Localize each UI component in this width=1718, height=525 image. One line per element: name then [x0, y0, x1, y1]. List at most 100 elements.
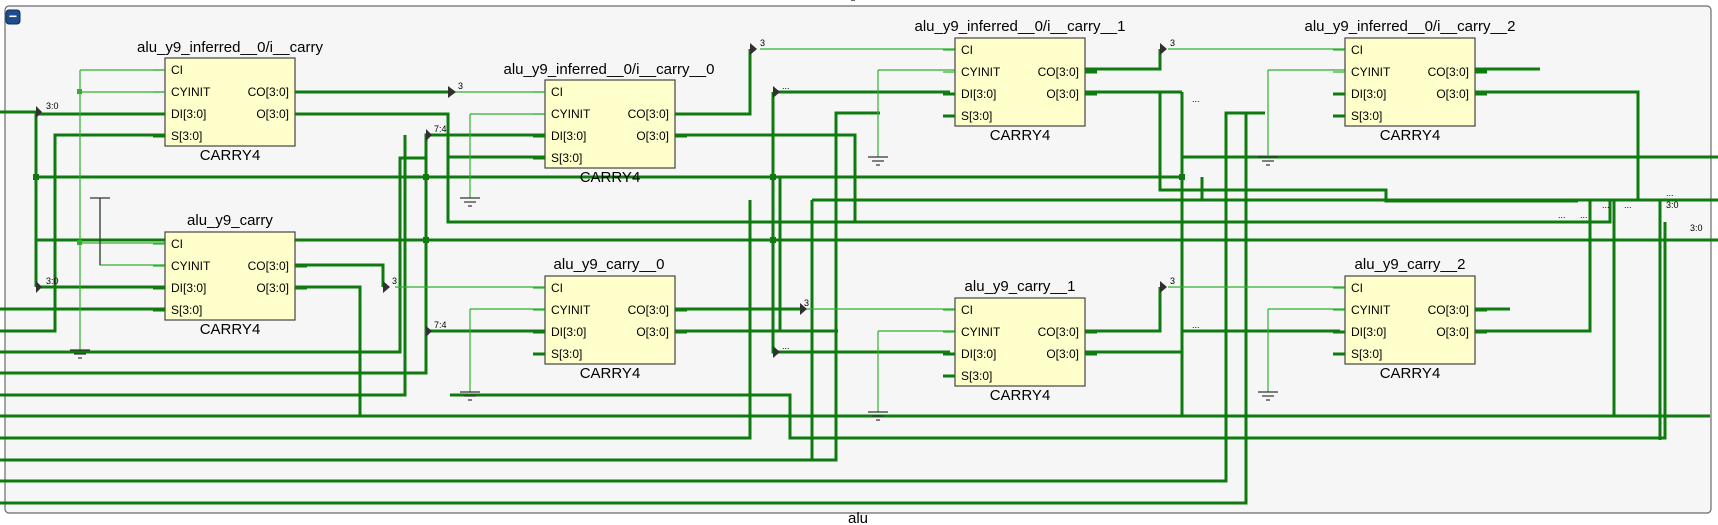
pin-label-left[interactable]: CI [171, 237, 183, 251]
ground-icon [868, 156, 888, 166]
carry4-block[interactable]: alu_y9_inferred__0/i__carry__2CI CYINIT DI… [1305, 18, 1516, 144]
block-type-label: CARRY4 [990, 127, 1051, 144]
bus-wires [0, 49, 1718, 505]
pin-label-left[interactable]: DI[3:0] [1351, 87, 1386, 101]
block-type-label: CARRY4 [200, 147, 261, 164]
ground-icon [868, 411, 888, 421]
bus-label: ... [1558, 210, 1566, 220]
pin-label-right[interactable]: CO[3:0] [1038, 325, 1079, 339]
pin-label-left[interactable]: CI [551, 281, 563, 295]
block-type-label: CARRY4 [990, 387, 1051, 404]
collapse-button[interactable]: − [5, 8, 21, 25]
pin-label-left[interactable]: CI [1351, 281, 1363, 295]
pin-label-left[interactable]: CI [961, 303, 973, 317]
pin-label-right[interactable]: CO[3:0] [628, 303, 669, 317]
block-instance-name: alu_y9_inferred__0/i__carry [137, 39, 323, 56]
bus-label: 3:0 [46, 276, 59, 286]
pin-label-left[interactable]: CYINIT [171, 85, 211, 99]
pin-label-left[interactable]: DI[3:0] [171, 281, 206, 295]
block-body[interactable] [1344, 37, 1476, 127]
pin-label-left[interactable]: S[3:0] [1351, 109, 1382, 123]
pin-label-left[interactable]: CYINIT [1351, 65, 1391, 79]
pin-label-right[interactable]: O[3:0] [636, 129, 669, 143]
bus-label: 3 [458, 81, 463, 91]
pin-label-left[interactable]: S[3:0] [961, 369, 992, 383]
block-type-label: CARRY4 [200, 321, 261, 338]
pin-label-right[interactable]: CO[3:0] [248, 259, 289, 273]
pin-label-left[interactable]: CYINIT [551, 107, 591, 121]
pin-label-left[interactable]: CYINIT [171, 259, 211, 273]
bus-label: 3 [1170, 276, 1175, 286]
pin-label-right[interactable]: CO[3:0] [1428, 65, 1469, 79]
carry4-block[interactable]: alu_y9_inferred__0/i__carry__0CI CYINIT DI… [504, 61, 715, 186]
block-instance-name: alu_y9_carry__0 [554, 256, 665, 273]
pin-label-right[interactable]: O[3:0] [1436, 87, 1469, 101]
block-body[interactable] [544, 275, 676, 365]
pin-label-left[interactable]: S[3:0] [551, 151, 582, 165]
block-instance-name: alu_y9_inferred__0/i__carry__1 [915, 18, 1126, 35]
bus-label: 3 [760, 38, 765, 48]
pin-label-left[interactable]: DI[3:0] [1351, 325, 1386, 339]
bus-label: ... [1602, 200, 1610, 210]
pin-label-right[interactable]: CO[3:0] [248, 85, 289, 99]
pin-label-left[interactable]: DI[3:0] [551, 129, 586, 143]
module-label: alu [848, 510, 868, 525]
pin-label-left[interactable]: DI[3:0] [961, 347, 996, 361]
pin-label-left[interactable]: S[3:0] [1351, 347, 1382, 361]
block-type-label: CARRY4 [1380, 365, 1441, 382]
carry4-block[interactable]: alu_y9_carry__2CICYINITDI[3:0]S[3:0]CO[3… [1333, 256, 1487, 382]
pin-label-left[interactable]: S[3:0] [171, 303, 202, 317]
pin-label-right[interactable]: O[3:0] [636, 325, 669, 339]
block-body[interactable] [954, 297, 1086, 387]
block-instance-name: alu_y9_inferred__0/i__carry__2 [1305, 18, 1516, 35]
block-type-label: CARRY4 [1380, 127, 1441, 144]
bus-label: ... [1192, 320, 1200, 330]
block-body[interactable] [164, 231, 296, 321]
block-body[interactable] [1344, 275, 1476, 365]
pin-label-left[interactable]: CI [1351, 43, 1363, 57]
carry4-block[interactable]: alu_y9_carry__0CI CYINIT DI[3:0] S[3:0] CO[3… [533, 256, 687, 382]
pin-label-left[interactable]: DI[3:0] [551, 325, 586, 339]
block-body[interactable] [544, 79, 676, 169]
pin-label-right[interactable]: O[3:0] [1436, 325, 1469, 339]
block-body[interactable] [164, 57, 296, 147]
carry4-block[interactable]: alu_y9_carryCICYINITDI[3:0]S[3:0]CO[3:0]… [153, 212, 307, 338]
pin-label-right[interactable]: O[3:0] [256, 281, 289, 295]
pin-label-left[interactable]: S[3:0] [961, 109, 992, 123]
pin-label-left[interactable]: DI[3:0] [961, 87, 996, 101]
pin-label-left[interactable]: CI [961, 43, 973, 57]
bus-label: 3 [392, 276, 397, 286]
block-instance-name: alu_y9_inferred__0/i__carry__0 [504, 61, 715, 78]
pin-label-left[interactable]: DI[3:0] [171, 107, 206, 121]
pin-label-right[interactable]: O[3:0] [256, 107, 289, 121]
module-frame[interactable] [4, 5, 1712, 514]
pin-label-left[interactable]: CYINIT [1351, 303, 1391, 317]
pin-label-left[interactable]: CYINIT [961, 65, 1001, 79]
ground-icon [70, 349, 90, 359]
bus-label: 7:4 [434, 320, 447, 330]
pin-label-right[interactable]: CO[3:0] [1428, 303, 1469, 317]
ground-icon [460, 391, 480, 401]
bus-label: 7:4 [434, 124, 447, 134]
bus-rippers [36, 43, 1167, 358]
bus-label: 3:0 [46, 101, 59, 111]
pin-label-left[interactable]: S[3:0] [171, 129, 202, 143]
ground-icon [1258, 156, 1278, 166]
carry4-block[interactable]: alu_y9_carry__1CICYINITDI[3:0]S[3:0]CO[3… [943, 278, 1097, 404]
carry4-blocks: alu_y9_inferred__0/i__carryCICYINITDI[3:… [137, 18, 1515, 404]
pin-label-right[interactable]: CO[3:0] [1038, 65, 1079, 79]
pin-label-left[interactable]: CYINIT [961, 325, 1001, 339]
carry4-block[interactable]: alu_y9_inferred__0/i__carry__1CI CYINIT DI… [915, 18, 1126, 144]
pin-label-left[interactable]: CYINIT [551, 303, 591, 317]
pin-label-right[interactable]: O[3:0] [1046, 87, 1079, 101]
pin-label-left[interactable]: CI [171, 63, 183, 77]
pin-label-right[interactable]: CO[3:0] [628, 107, 669, 121]
bus-label: 3:0 [1690, 223, 1703, 233]
pin-label-left[interactable]: CI [551, 85, 563, 99]
pin-label-left[interactable]: S[3:0] [551, 347, 582, 361]
bus-label: ... [1580, 210, 1588, 220]
block-body[interactable] [954, 37, 1086, 127]
pin-label-right[interactable]: O[3:0] [1046, 347, 1079, 361]
